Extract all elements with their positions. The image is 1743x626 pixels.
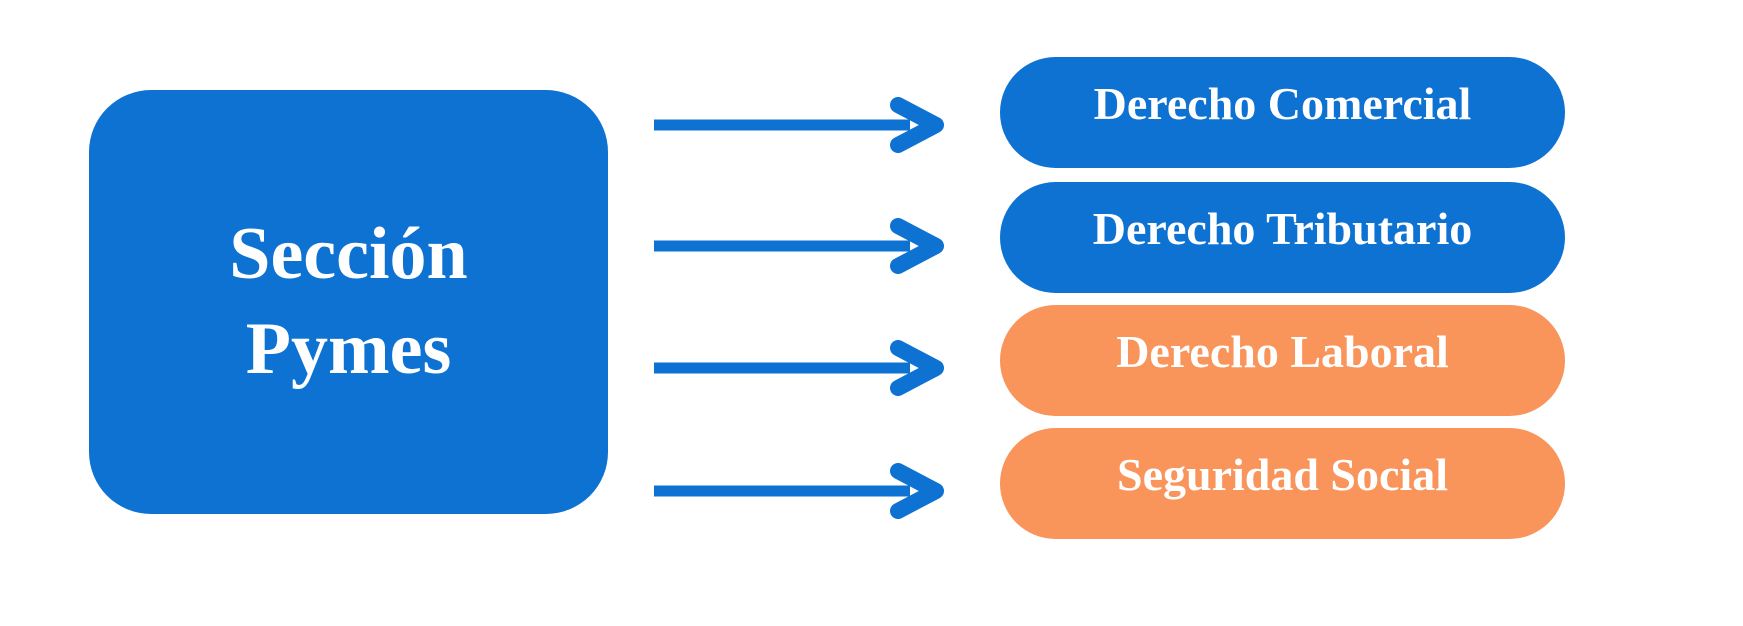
branch-node-derecho-laboral: Derecho Laboral xyxy=(1000,305,1565,416)
arrow-right-icon xyxy=(652,340,954,396)
branch-node-label: Derecho Comercial xyxy=(1093,78,1472,129)
branch-node-derecho-tributario: Derecho Tributario xyxy=(1000,182,1565,293)
branch-node-label: Derecho Laboral xyxy=(1116,326,1449,377)
branch-node-derecho-comercial: Derecho Comercial xyxy=(1000,57,1565,168)
source-node-label-line2: Pymes xyxy=(245,308,452,390)
branch-node-label: Derecho Tributario xyxy=(1092,203,1473,254)
arrow-right-icon xyxy=(652,97,954,153)
arrow-right-icon xyxy=(652,463,954,519)
source-node-label-line1: Sección xyxy=(229,213,468,295)
branch-node-label: Seguridad Social xyxy=(1116,449,1448,500)
source-node-seccion-pymes: Sección Pymes xyxy=(89,90,608,514)
arrow-right-icon xyxy=(652,218,954,274)
branch-node-seguridad-social: Seguridad Social xyxy=(1000,428,1565,539)
